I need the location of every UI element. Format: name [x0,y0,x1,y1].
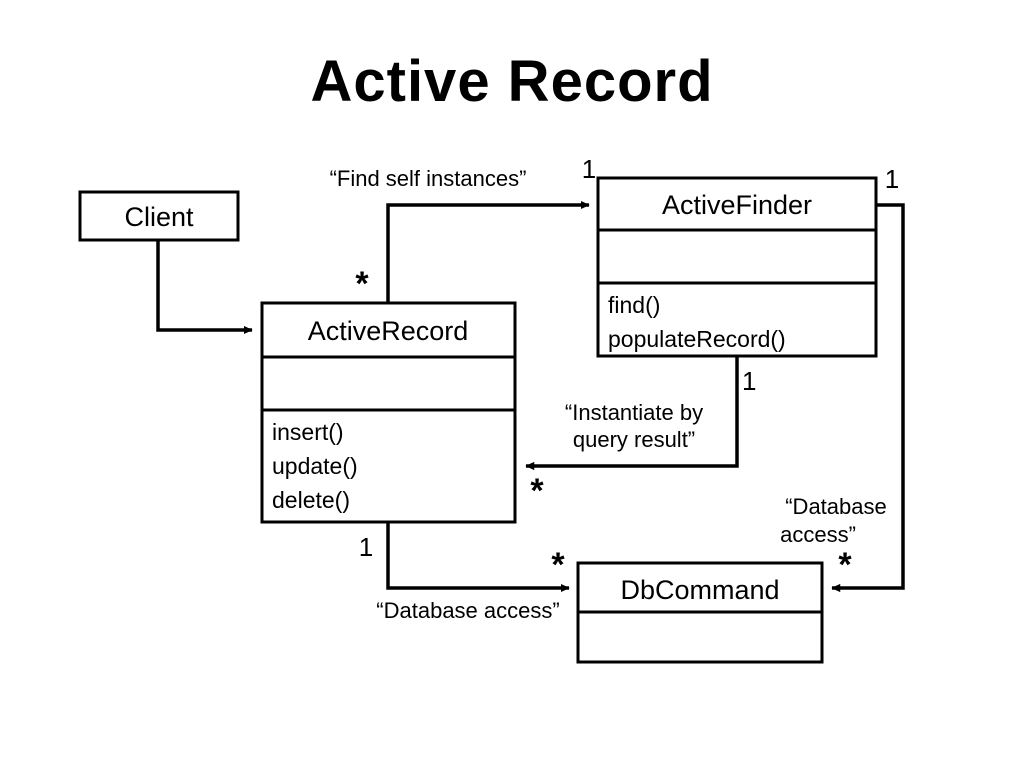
class-box-client-frame [78,190,240,242]
relation-activerecord-to-dbcommand: “Database access” 1 * [359,522,570,623]
relation-activefinder-to-dbcommand: “Database access” 1 * [780,164,905,593]
class-box-active-finder-frame [596,176,878,358]
class-box-active-record-frame [260,301,517,524]
class-box-client[interactable]: Client [78,190,240,242]
relation-label-instantiate-line2: query result” [573,427,695,452]
relation-line-activefinder-dbcommand [831,203,905,593]
multiplicity-activerecord-find-star: * [355,265,369,303]
relation-activefinder-to-activerecord: “Instantiate by query result” 1 * [525,356,756,510]
relation-label-database-right-line2: access” [780,522,856,547]
page-title: Active Record [310,49,714,114]
class-name-db-command: DbCommand [620,575,779,605]
class-name-active-record: ActiveRecord [308,316,469,346]
class-name-client: Client [124,202,194,232]
class-method-active-finder-1: populateRecord() [608,326,786,352]
relation-label-database-access-bottom: “Database access” [376,598,559,623]
relation-label-find-self-instances: “Find self instances” [330,166,527,191]
relation-line-client-activerecord [156,240,253,335]
class-method-active-record-2: delete() [272,487,350,513]
multiplicity-activefinder-dbcommand-one: 1 [885,164,899,194]
multiplicity-activerecord-instantiate-star: * [530,472,544,510]
multiplicity-dbcommand-right-star: * [838,546,852,584]
class-name-active-finder: ActiveFinder [662,190,812,220]
class-box-db-command[interactable]: DbCommand [576,561,824,664]
multiplicity-activefinder-find-one: 1 [582,154,596,184]
relation-activerecord-to-activefinder: “Find self instances” * 1 [330,154,596,303]
multiplicity-dbcommand-left-star: * [551,546,565,584]
relation-client-to-activerecord [156,240,253,335]
relation-label-database-right-line1: “Database [785,494,887,519]
multiplicity-activerecord-dbcommand-one: 1 [359,532,373,562]
class-box-active-finder[interactable]: ActiveFinder find() populateRecord() [596,176,878,358]
relation-label-instantiate-line1: “Instantiate by [565,400,703,425]
multiplicity-activefinder-instantiate-one: 1 [742,366,756,396]
class-method-active-finder-0: find() [608,292,660,318]
relation-line-activefinder-activerecord [525,356,739,471]
class-box-active-record[interactable]: ActiveRecord insert() update() delete() [260,301,517,524]
relation-line-activerecord-dbcommand [386,522,570,593]
class-method-active-record-0: insert() [272,419,344,445]
relation-line-activerecord-activefinder [386,200,590,303]
class-method-active-record-1: update() [272,453,358,479]
